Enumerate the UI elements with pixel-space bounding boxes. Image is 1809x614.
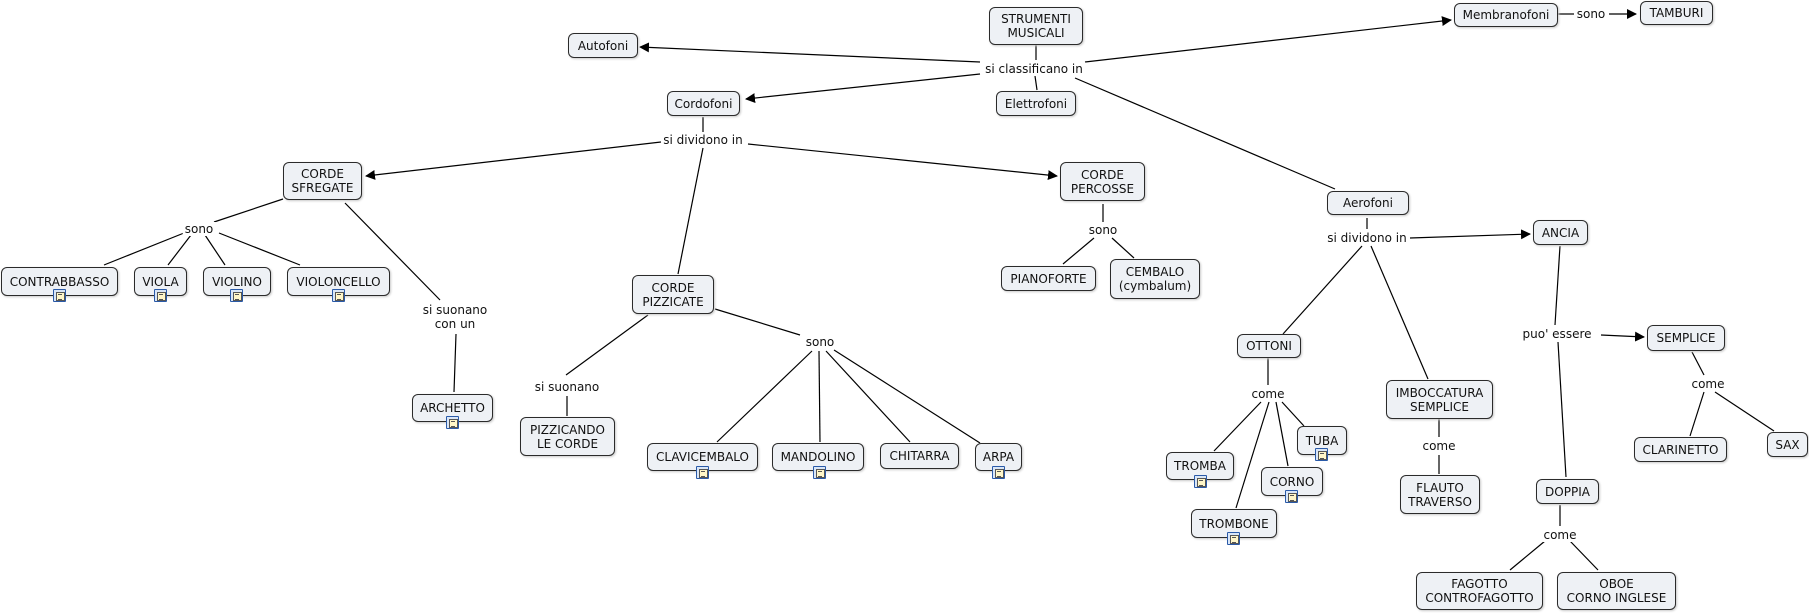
concept-ancia[interactable]: ANCIA xyxy=(1533,220,1588,245)
link-si-dividono-in-cordofoni: si dividono in xyxy=(661,133,745,147)
document-list-icon[interactable] xyxy=(1315,448,1328,461)
concept-corde-percosse[interactable]: CORDE PERCOSSE xyxy=(1060,162,1145,201)
concept-elettrofoni[interactable]: Elettrofoni xyxy=(996,91,1076,116)
concept-semplice[interactable]: SEMPLICE xyxy=(1647,325,1725,351)
concept-oboe-corno-inglese[interactable]: OBOE CORNO INGLESE xyxy=(1557,572,1676,610)
concept-flauto-traverso[interactable]: FLAUTO TRAVERSO xyxy=(1400,475,1480,514)
concept-cembalo[interactable]: CEMBALO (cymbalum) xyxy=(1110,259,1200,299)
document-list-icon[interactable] xyxy=(992,466,1005,479)
concept-sax[interactable]: SAX xyxy=(1767,432,1808,457)
concept-ottoni[interactable]: OTTONI xyxy=(1237,334,1301,358)
concept-pizzicando-le-corde[interactable]: PIZZICANDO LE CORDE xyxy=(520,417,615,456)
link-sono-percosse: sono xyxy=(1086,223,1120,237)
concept-fagotto-controfagotto[interactable]: FAGOTTO CONTROFAGOTTO xyxy=(1416,572,1543,610)
link-si-dividono-in-aerofoni: si dividono in xyxy=(1325,231,1409,245)
link-come-doppia: come xyxy=(1541,528,1579,542)
document-list-icon[interactable] xyxy=(1194,475,1207,488)
document-list-icon[interactable] xyxy=(446,416,459,429)
concept-corde-sfregate[interactable]: CORDE SFREGATE xyxy=(283,162,362,200)
document-list-icon[interactable] xyxy=(813,466,826,479)
concept-chitarra[interactable]: CHITARRA xyxy=(880,443,959,469)
link-si-classificano-in: si classificano in xyxy=(983,62,1085,76)
document-list-icon[interactable] xyxy=(1285,490,1298,503)
link-si-suonano-con-un: si suonano con un xyxy=(420,303,490,331)
concept-corde-pizzicate[interactable]: CORDE PIZZICATE xyxy=(632,275,714,314)
concept-mandolino[interactable]: MANDOLINO xyxy=(772,443,864,471)
concept-pianoforte[interactable]: PIANOFORTE xyxy=(1001,266,1096,291)
concept-imboccatura-semplice[interactable]: IMBOCCATURA SEMPLICE xyxy=(1386,380,1493,419)
concept-doppia[interactable]: DOPPIA xyxy=(1536,479,1599,504)
link-sono-membranofoni: sono xyxy=(1574,7,1608,21)
concept-strumenti-musicali[interactable]: STRUMENTI MUSICALI xyxy=(989,7,1083,45)
concept-tuba[interactable]: TUBA xyxy=(1297,426,1347,455)
concept-autofoni[interactable]: Autofoni xyxy=(568,33,638,58)
concept-clarinetto[interactable]: CLARINETTO xyxy=(1634,437,1727,462)
link-come-semplice: come xyxy=(1689,377,1727,391)
link-come-imboccatura: come xyxy=(1420,439,1458,453)
concept-membranofoni[interactable]: Membranofoni xyxy=(1454,3,1558,27)
document-list-icon[interactable] xyxy=(53,289,66,302)
document-list-icon[interactable] xyxy=(230,289,243,302)
link-puo-essere: puo' essere xyxy=(1520,327,1594,341)
link-si-suonano: si suonano xyxy=(532,380,602,394)
document-list-icon[interactable] xyxy=(332,289,345,302)
link-sono-pizzicate: sono xyxy=(803,335,837,349)
document-list-icon[interactable] xyxy=(154,289,167,302)
concept-aerofoni[interactable]: Aerofoni xyxy=(1327,191,1409,215)
concept-tamburi[interactable]: TAMBURI xyxy=(1640,1,1713,25)
concept-arpa[interactable]: ARPA xyxy=(975,443,1022,471)
concept-cordofoni[interactable]: Cordofoni xyxy=(667,91,740,116)
link-come-ottoni: come xyxy=(1249,387,1287,401)
document-list-icon[interactable] xyxy=(1227,532,1240,545)
document-list-icon[interactable] xyxy=(696,466,709,479)
link-sono-sfregate: sono xyxy=(182,222,216,236)
